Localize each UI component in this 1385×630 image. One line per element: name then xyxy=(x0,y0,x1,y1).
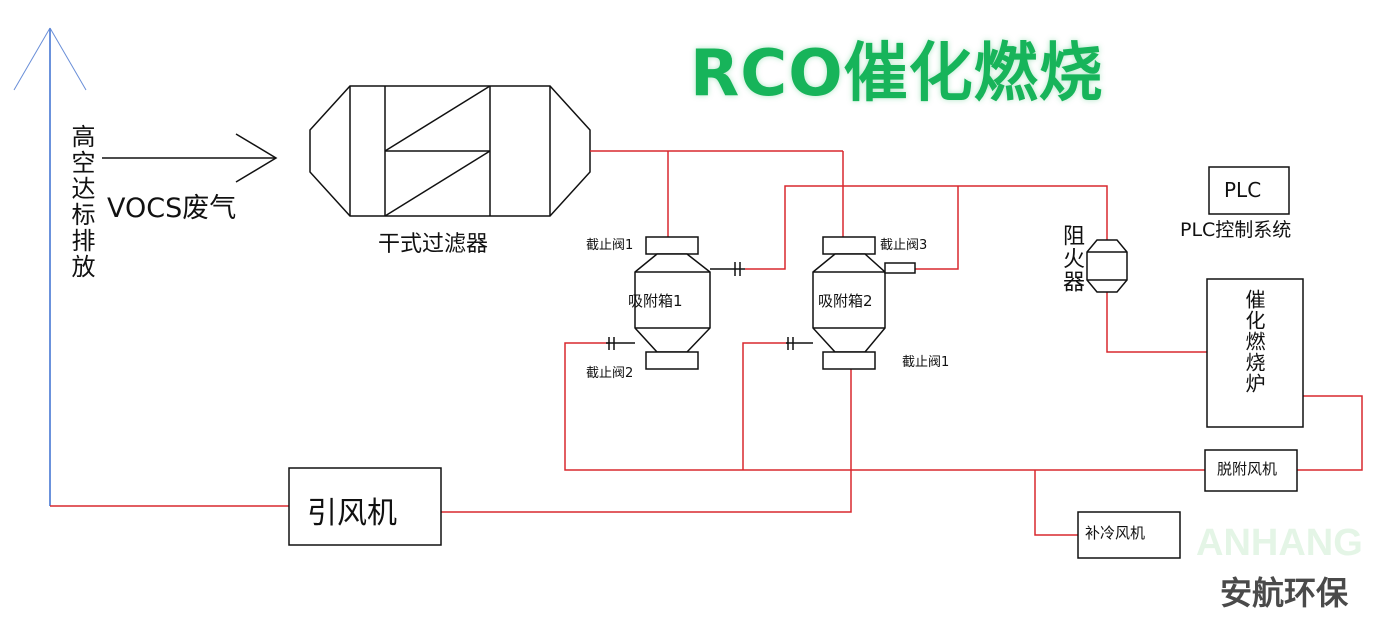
flame-arrester xyxy=(1086,239,1128,293)
filter-label: 干式过滤器 xyxy=(378,232,489,257)
cooling-fan-label: 补冷风机 xyxy=(1085,524,1146,542)
flame-arrester-label: 阻火器 xyxy=(1059,224,1084,293)
process-piping xyxy=(50,150,1363,536)
desorption-fan-box xyxy=(1204,449,1298,492)
desorption-fan-label: 脱附风机 xyxy=(1217,460,1278,478)
valve-label-bottom-left: 截止阀2 xyxy=(586,366,634,381)
valve-label-top-left: 截止阀1 xyxy=(586,238,634,253)
diagram-title: RCO催化燃烧 xyxy=(690,37,1104,111)
cooling-fan-box xyxy=(1077,511,1181,559)
dry-filter xyxy=(309,85,591,217)
induced-fan-box xyxy=(288,467,442,546)
adsorber-2 xyxy=(786,236,916,370)
exhaust-stack xyxy=(13,27,87,506)
inlet-arrow xyxy=(102,133,278,183)
exhaust-label: 高空达标排放 xyxy=(67,124,95,280)
watermark-chinese: 安航环保 xyxy=(1220,574,1349,612)
valve-label-bottom-right: 截止阀1 xyxy=(902,355,950,370)
watermark-english: ANHANG xyxy=(1196,522,1363,564)
adsorber2-label: 吸附箱2 xyxy=(818,292,873,310)
equipment-boxes xyxy=(288,166,1304,559)
induced-fan-label: 引风机 xyxy=(307,496,397,531)
adsorber1-label: 吸附箱1 xyxy=(628,292,683,310)
plc-box-label: PLC xyxy=(1224,178,1262,202)
adsorber-1 xyxy=(606,236,745,370)
plc-system-label: PLC控制系统 xyxy=(1180,219,1292,241)
catalytic-furnace-box xyxy=(1206,278,1304,428)
plc-box xyxy=(1208,166,1290,215)
furnace-label: 催化燃烧炉 xyxy=(1242,289,1266,394)
valve-label-top-right: 截止阀3 xyxy=(880,238,928,253)
inlet-label: VOCS废气 xyxy=(107,193,237,224)
